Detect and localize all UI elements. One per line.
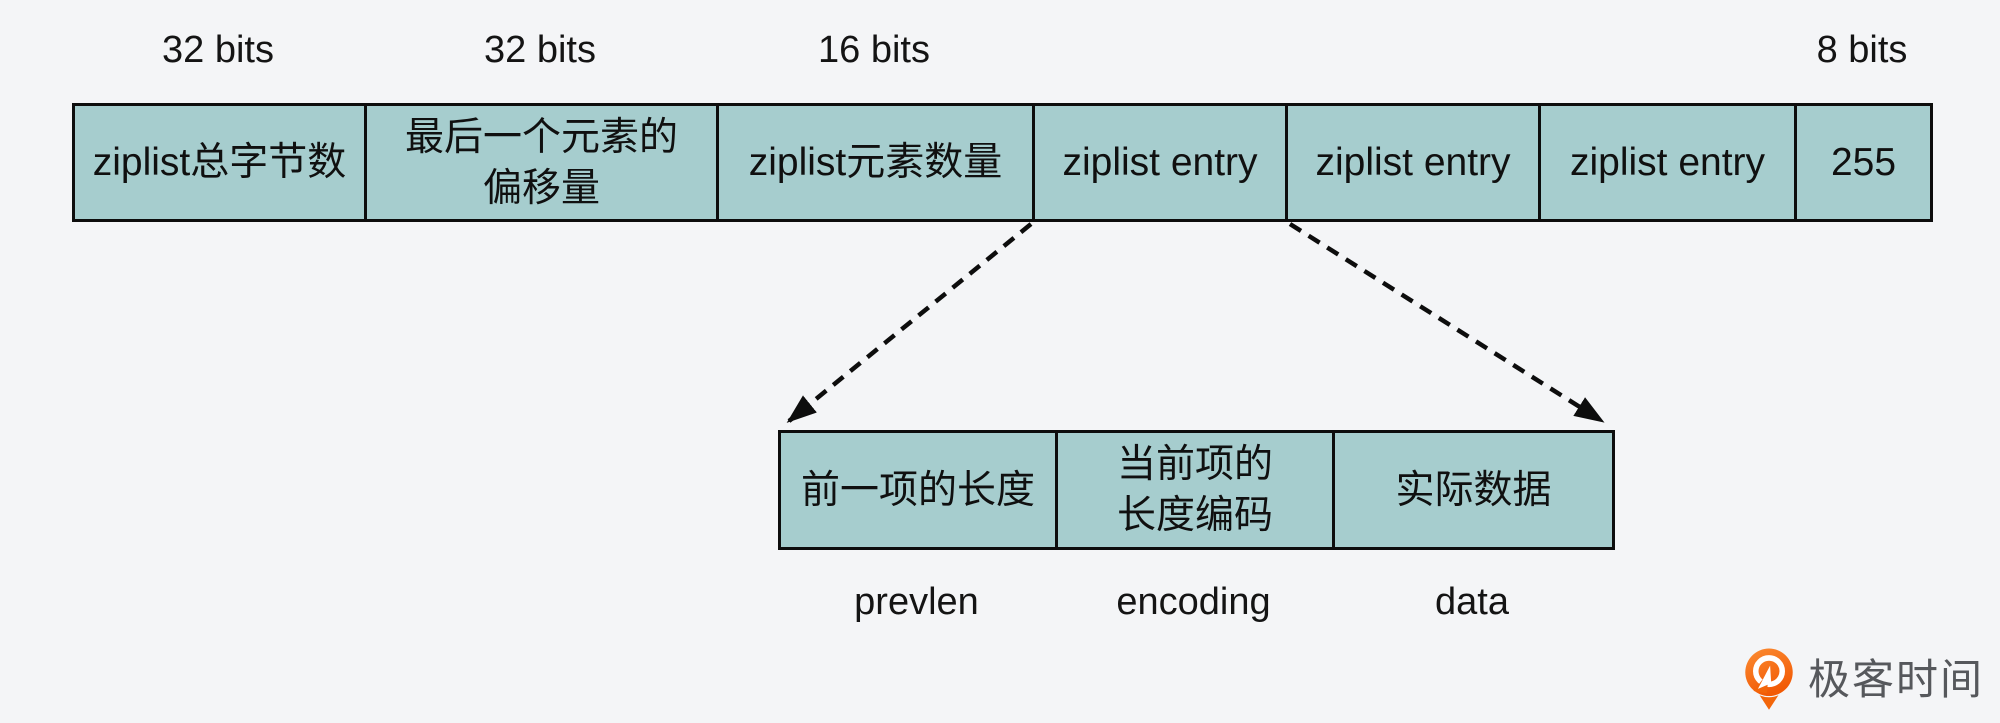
geektime-logo-text: 极客时间 xyxy=(1808,656,1985,703)
geektime-watermark: 极客时间 xyxy=(1742,648,1984,712)
dashed-arrow-left xyxy=(786,222,1033,423)
cell-label: ziplist总字节数 xyxy=(92,141,347,184)
bit-label-32-1: 32 bits xyxy=(162,28,274,71)
bit-label-8: 8 bits xyxy=(1816,28,1908,71)
cell-ziplist-entry-1: ziplist entry xyxy=(1032,103,1288,222)
cell-end-byte-255: 255 xyxy=(1794,103,1933,222)
ziplist-header-row: ziplist总字节数 最后一个元素的 偏移量 ziplist元素数量 zipl… xyxy=(72,103,1933,222)
cell-label: ziplist entry xyxy=(1315,141,1511,184)
cell-label-line1: 最后一个元素的 xyxy=(404,115,678,159)
cell-prevlen: 前一项的长度 xyxy=(778,430,1058,550)
cell-label: ziplist entry xyxy=(1569,141,1766,184)
dashed-arrow-right xyxy=(1288,222,1605,423)
cell-entry-count: ziplist元素数量 xyxy=(716,103,1035,222)
cell-label: 255 xyxy=(1830,141,1897,184)
cell-label: ziplist元素数量 xyxy=(748,141,1003,184)
cell-total-bytes: ziplist总字节数 xyxy=(72,103,367,222)
cell-encoding: 当前项的 长度编码 xyxy=(1055,430,1335,550)
cell-ziplist-entry-3: ziplist entry xyxy=(1538,103,1797,222)
cell-data: 实际数据 xyxy=(1332,430,1615,550)
cell-ziplist-entry-2: ziplist entry xyxy=(1285,103,1541,222)
field-label-data: data xyxy=(1435,580,1509,623)
cell-label: ziplist entry xyxy=(1062,141,1258,184)
cell-label: 实际数据 xyxy=(1395,468,1552,512)
cell-label: 前一项的长度 xyxy=(800,468,1035,512)
cell-last-offset: 最后一个元素的 偏移量 xyxy=(364,103,719,222)
cell-label-line2: 偏移量 xyxy=(482,166,600,210)
field-label-encoding: encoding xyxy=(1116,580,1271,623)
cell-label-line1: 当前项的 xyxy=(1116,443,1273,486)
bit-label-32-2: 32 bits xyxy=(484,28,596,71)
bit-label-16: 16 bits xyxy=(818,28,930,71)
cell-label-line2: 长度编码 xyxy=(1116,494,1273,537)
entry-detail-row: 前一项的长度 当前项的 长度编码 实际数据 xyxy=(778,430,1615,550)
geektime-logo-icon xyxy=(1745,648,1793,710)
field-label-prevlen: prevlen xyxy=(854,580,979,623)
